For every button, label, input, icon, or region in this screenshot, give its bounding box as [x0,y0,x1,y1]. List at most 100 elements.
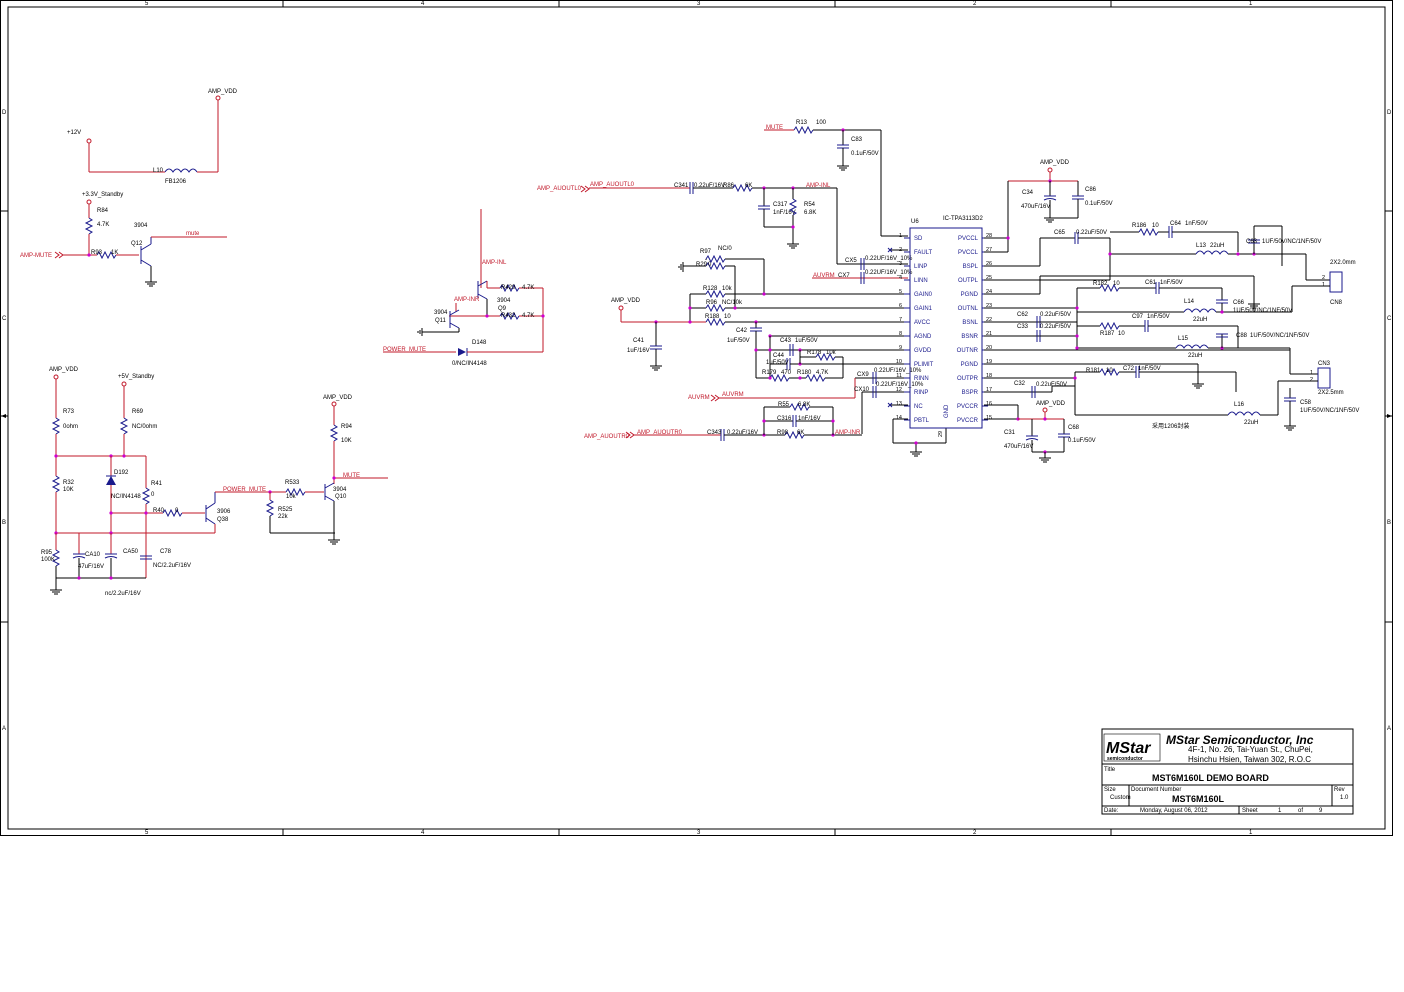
c343-value: 0.22uF/16V [727,430,758,436]
c58-value: 1UF/50V/NC/1NF/50V [1300,408,1359,414]
c42-ref: C42 [736,328,748,334]
c63-value: 1UF/50V/NC/1NF/50V [1262,239,1321,245]
net-amp-vdd-3: AMP_VDD [323,395,353,401]
net-amp-inr-1: AMP-INR [454,297,480,303]
ic-pin-number: 19 [986,359,992,365]
l16-ref: L16 [1234,402,1245,408]
ic-pin-number: 6 [899,303,902,309]
l13-ref: L13 [1196,243,1207,249]
ic-pin-name: BSNL [962,320,978,326]
r186-ref: R186 [1132,223,1147,229]
ic-pin-number: 3 [899,261,902,267]
r69-ref: R69 [132,409,144,415]
amp-input-mute-circuit: AMP-INL R429 4.7K 3904 Q9 R432 4.7K AMP-… [383,209,545,367]
logo-text: MStar [1106,740,1151,757]
d148-value: 0/NC/IN4148 [452,361,487,367]
net-mute-lower: mute [186,231,200,237]
l15-ref: L15 [1178,336,1189,342]
c43-value: 1uF/50V [795,338,818,344]
l10-ref: L10 [153,168,164,174]
net-12v: +12V [67,130,81,136]
r179-ref: R179 [762,370,777,376]
r180-value: 4.7K [816,370,828,376]
q10-ref: Q10 [335,494,347,500]
l16-value: 22uH [1244,420,1258,426]
c83-ref: C83 [851,137,863,143]
ic-pin-name: OUTNR [957,348,979,354]
net-amp-vdd-4: AMP_VDD [611,298,641,304]
q11-ref: Q11 [435,318,447,324]
l15-value: 22uH [1188,353,1202,359]
r525-ref: R525 [278,507,293,513]
r429-ref: R429 [501,285,516,291]
c34-ref: C34 [1022,190,1034,196]
gnd-symbol [910,451,922,457]
net-5v-standby: +5V_Standby [118,374,154,380]
ic-pin-number: 18 [986,373,992,379]
cx5-value: 0.22UF/16V_10% [865,256,913,262]
r54-value: 6.8K [804,210,816,216]
col-label-4b: 4 [421,830,425,836]
c86-ref: C86 [1085,187,1097,193]
ic-pin-name: PBTL [914,418,930,424]
c341-ref: C341 [674,183,689,189]
r55-ref: R55 [778,402,790,408]
r182-value: 10 [1113,281,1120,287]
r525-value: 22k [278,514,289,520]
c72-ref: C72 [1123,366,1135,372]
gnd-symbol [678,262,690,272]
ic-pin-number: 17 [986,387,992,393]
c86-value: 0.1uF/50V [1085,201,1113,207]
c64-value: 1nF/50V [1185,221,1208,227]
r98-ref: R98 [777,430,789,436]
cn3-ref: CN3 [1318,361,1331,367]
company-address-1: 4F-1, No. 26, Tai-Yuan St., ChuPei, [1188,745,1313,754]
c31-value: 470uF/16V [1004,444,1033,450]
ic-pin-number: 4 [899,275,902,281]
q38-ref: Q38 [217,517,229,523]
ic-pin-name: PLIMIT [914,362,934,368]
c62-ref: C62 [1017,312,1029,318]
c88-value: 1UF/50V/NC/1NF/50V [1250,333,1309,339]
ic-pin-name: GAIN1 [914,306,933,312]
r54-ref: R54 [804,202,816,208]
row-label-d: D [2,110,7,116]
gnd-symbol [145,281,157,287]
net-amp-auoutl0-1: AMP_AUOUTL0 [537,186,582,192]
title-label: Title [1104,767,1116,773]
row-label-b-r: B [1387,520,1391,526]
net-amp-vdd-2: AMP_VDD [49,367,79,373]
r97-value: NC/0 [718,246,732,252]
r69-value: NC/0ohm [132,424,157,430]
row-label-a: A [2,726,6,732]
r128-ref: R128 [703,286,718,292]
r178-value: 10k [826,350,837,356]
net-amp-inr-2: AMP-INR [835,430,861,436]
ca10-ref: CA10 [85,552,101,558]
col-label-4: 4 [421,1,425,7]
col-label-1b: 1 [1249,830,1253,836]
r180-ref: R180 [797,370,812,376]
ic-pin-name: BSNR [961,334,978,340]
c68-ref: C68 [1068,425,1080,431]
col-label-5b: 5 [145,830,149,836]
power-filter-l10: AMP_VDD +12V L10 FB1206 [67,89,238,185]
r432-value: 4.7K [522,313,534,319]
r40-ref: R40 [153,508,165,514]
r55-value: 6.8K [798,402,810,408]
cx9-value: 0.22UF/16V_10% [874,368,922,374]
sheet-label: Sheet [1242,808,1258,814]
c63-ref: C63 [1246,239,1258,245]
ic-pin-name: AVCC [914,320,931,326]
r32-ref: R32 [63,480,75,486]
r86-value: 6K [745,183,752,189]
r32-value: 10K [63,487,74,493]
gnd-symbol [417,328,459,336]
r84-value: 4.7K [97,222,109,228]
cx7-value: 0.22UF/16V_10% [865,270,913,276]
r13-value: 100 [816,120,827,126]
r84-ref: R84 [97,208,109,214]
d192-ref: D192 [114,470,129,476]
